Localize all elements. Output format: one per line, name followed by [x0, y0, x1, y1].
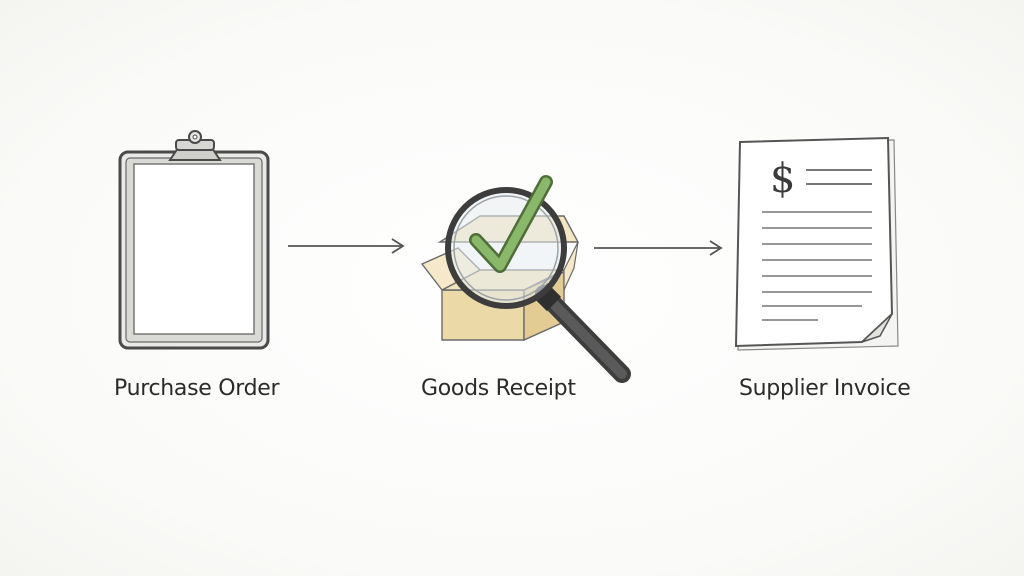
step-label-supplier-invoice: Supplier Invoice — [739, 376, 911, 401]
step-label-goods-receipt: Goods Receipt — [421, 376, 576, 401]
arrow-icon — [288, 238, 405, 254]
invoice-symbol: $ — [770, 156, 795, 202]
step-label-purchase-order: Purchase Order — [114, 376, 280, 401]
arrow-icon — [594, 240, 723, 256]
invoice-dollar-icon: $ — [734, 136, 899, 351]
box-magnifier-check-icon — [420, 175, 631, 383]
clipboard-icon — [118, 130, 270, 350]
